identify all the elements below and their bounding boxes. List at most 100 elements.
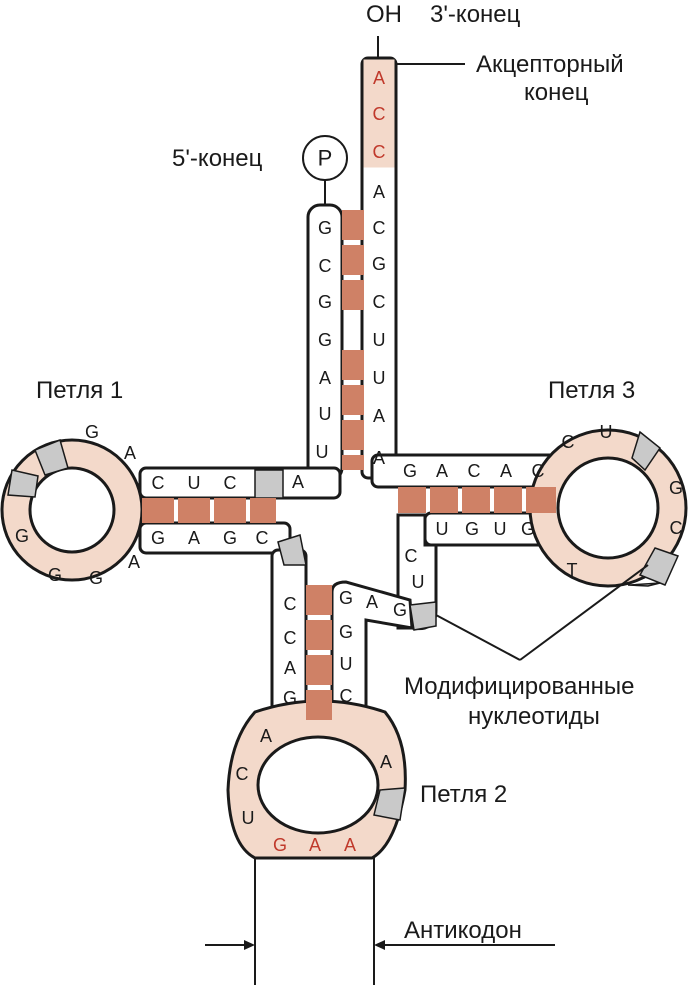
modified-nucleotide-d3 [254, 469, 284, 499]
acceptor-cca-tail [363, 59, 395, 168]
t-arm-nucleotides: G A C A C U G U G C U [403, 461, 545, 592]
nucleotide: G [151, 528, 165, 548]
modified-nucleotide-t1 [631, 430, 662, 472]
t-loop-nucleotides: C U G C T [562, 422, 684, 580]
d-arm-nucleotides: C U C G A G C [151, 473, 269, 548]
nucleotide: A [292, 472, 304, 492]
loop2-label: Петля 2 [420, 781, 507, 808]
nucleotide: C [373, 104, 386, 124]
nucleotide: U [494, 519, 507, 539]
nucleotide: A [124, 443, 136, 463]
nucleotide: C [670, 518, 683, 538]
nucleotide: U [600, 422, 613, 442]
nucleotide: C [284, 628, 297, 648]
modified-label-line2: нуклеотиды [468, 703, 600, 730]
nucleotide: G [223, 528, 237, 548]
nucleotide: C [373, 142, 386, 162]
nucleotide: A [260, 726, 272, 746]
nucleotide: T [567, 560, 578, 580]
anticodon-nucleotides: G A A [273, 835, 356, 855]
nucleotide: A [284, 658, 296, 678]
nucleotide: C [468, 461, 481, 481]
nucleotide: A [373, 68, 385, 88]
modified-nucleotide-d4 [277, 534, 307, 566]
five-prime-end-label: 5'-конец [172, 145, 263, 172]
nucleotide: C [532, 461, 545, 481]
nucleotide: G [465, 519, 479, 539]
anticodon-strand-right [330, 580, 414, 722]
nucleotide: C [284, 594, 297, 614]
anticodon-stem-bonds [306, 585, 332, 720]
nucleotide: C [562, 432, 575, 452]
modified-nucleotide-d1 [34, 438, 69, 476]
nucleotide: A [380, 752, 392, 772]
nucleotide: U [373, 330, 386, 350]
acceptor-label-line2: конец [524, 79, 589, 106]
modified-nucleotide-d2 [7, 469, 39, 498]
nucleotide: G [521, 519, 535, 539]
nucleotide: G [339, 622, 353, 642]
nucleotide: U [412, 572, 425, 592]
anticodon-stem-nucleotides: C C A G G A G G U C [283, 588, 407, 708]
nucleotide: U [436, 519, 449, 539]
nucleotide: G [372, 254, 386, 274]
loop1-label: Петля 1 [36, 377, 123, 404]
modified-nucleotide-variable [409, 601, 437, 631]
nucleotide: G [89, 568, 103, 588]
anticodon-loop-nucleotides: A C U A [236, 726, 393, 828]
nucleotide: A [373, 406, 385, 426]
anticodon-nucleotide: A [344, 835, 356, 855]
nucleotide: U [340, 654, 353, 674]
nucleotide: C [256, 528, 269, 548]
phosphate-circle [302, 135, 348, 181]
t-stem-bonds [398, 487, 556, 513]
modified-label-line1: Модифицированные [404, 673, 634, 700]
nucleotide: G [669, 478, 683, 498]
nucleotide: A [500, 461, 512, 481]
nucleotide: C [340, 686, 353, 706]
nucleotide: G [48, 565, 62, 585]
loop3-label: Петля 3 [548, 377, 635, 404]
nucleotide: G [393, 600, 407, 620]
oh-label: OH [366, 1, 402, 28]
nucleotide: A [373, 448, 385, 468]
anticodon-nucleotide: A [309, 835, 321, 855]
d-arm-top-strand [138, 466, 342, 500]
nucleotide: C [405, 546, 418, 566]
phosphate-label: P [318, 146, 333, 171]
nucleotide: C [152, 473, 165, 493]
nucleotide: U [242, 808, 255, 828]
nucleotide: U [188, 473, 201, 493]
acceptor-stem-bonds [342, 210, 364, 470]
nucleotide: C [319, 256, 332, 276]
nucleotide: G [318, 330, 332, 350]
nucleotide: A [188, 528, 200, 548]
nucleotide: G [85, 422, 99, 442]
acceptor-5prime-nucleotides: G C G G A U U A [292, 218, 332, 492]
nucleotide: G [318, 218, 332, 238]
acceptor-3prime-nucleotides: A C C A C G C U U A A [372, 68, 386, 468]
nucleotide: G [283, 688, 297, 708]
acceptor-label-line1: Акцепторный [476, 51, 624, 78]
nucleotide: A [128, 552, 140, 572]
three-prime-end-label: 3'-конец [430, 1, 521, 28]
nucleotide: A [373, 182, 385, 202]
anticodon-label: Антикодон [404, 917, 522, 944]
nucleotide: C [224, 473, 237, 493]
nucleotide: C [373, 292, 386, 312]
nucleotide: A [319, 368, 331, 388]
nucleotide: G [339, 588, 353, 608]
d-stem-bonds [142, 498, 276, 523]
nucleotide: U [316, 442, 329, 462]
nucleotide: U [373, 368, 386, 388]
nucleotide: U [319, 404, 332, 424]
nucleotide: A [366, 592, 378, 612]
nucleotide: A [436, 461, 448, 481]
nucleotide: G [403, 461, 417, 481]
d-loop-nucleotides: G A G G G A [15, 422, 140, 588]
anticodon-nucleotide: G [273, 835, 287, 855]
nucleotide: G [318, 292, 332, 312]
nucleotide: G [15, 526, 29, 546]
nucleotide: C [236, 764, 249, 784]
